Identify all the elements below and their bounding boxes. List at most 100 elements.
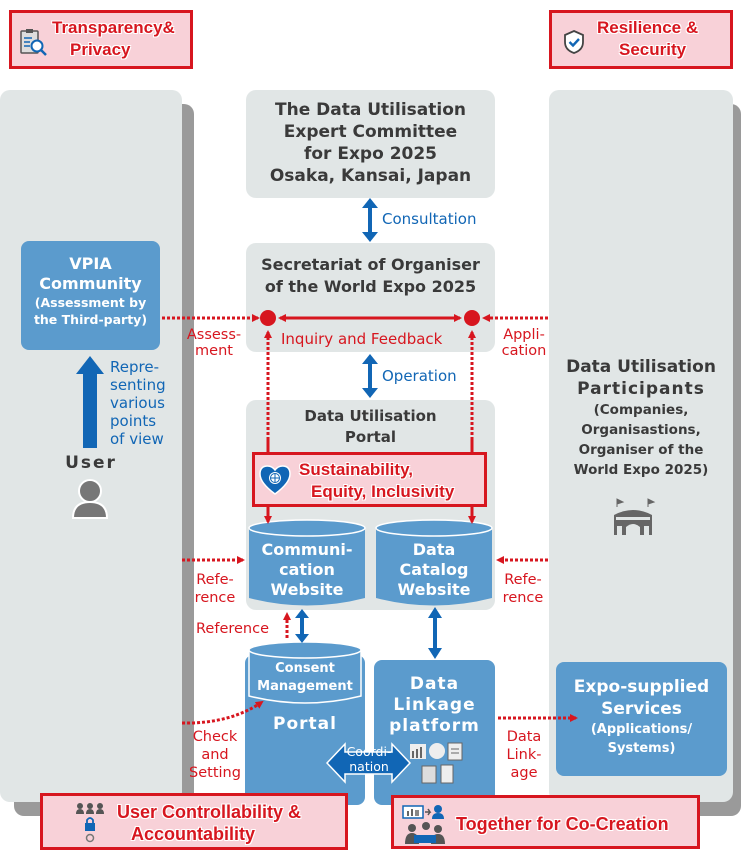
reference-mid-label: Reference bbox=[196, 621, 270, 637]
linkage-icons bbox=[410, 742, 463, 784]
assessment-label: Assess- ment bbox=[184, 327, 244, 359]
portal-label: Portal bbox=[273, 714, 337, 734]
secretariat-line: of the World Expo 2025 bbox=[264, 277, 477, 296]
check-setting-label: Check and Setting bbox=[184, 728, 246, 782]
user-icon bbox=[71, 479, 109, 519]
shield-check-icon bbox=[564, 30, 584, 54]
operation-label: Operation bbox=[382, 367, 457, 385]
label-line: ment bbox=[195, 343, 233, 359]
badge-line: Equity, Inclusivity bbox=[311, 482, 455, 501]
secretariat-line: Secretariat of Organiser bbox=[261, 255, 480, 274]
data-catalog-website-cylinder bbox=[375, 519, 493, 606]
label-line: Setting bbox=[189, 765, 241, 781]
dc-line: Catalog bbox=[399, 560, 469, 579]
documents-icon bbox=[421, 765, 437, 784]
label-line: Refe- bbox=[504, 572, 542, 588]
committee-line: Osaka, Kansai, Japan bbox=[269, 166, 472, 186]
vpia-title: VPIA bbox=[69, 254, 112, 273]
expert-committee-box: The Data Utilisation Expert Committee fo… bbox=[246, 90, 495, 198]
chart-icon bbox=[410, 744, 426, 759]
services-title: Services bbox=[601, 699, 682, 719]
badge-line: Privacy bbox=[70, 40, 131, 59]
label-line: Data bbox=[506, 729, 542, 745]
stadium-icon bbox=[614, 498, 656, 535]
cw-line: Website bbox=[270, 580, 344, 599]
user-controllability-badge: User Controllability & Accountability bbox=[40, 793, 348, 850]
badge-line: Sustainability, bbox=[299, 460, 413, 479]
label-line: rence bbox=[502, 590, 544, 606]
badge-line: Transparency& bbox=[52, 18, 175, 37]
consent-management[interactable]: Consent Management bbox=[247, 660, 363, 696]
team-collaboration-icon bbox=[402, 805, 445, 844]
vpia-title: Community bbox=[39, 274, 142, 293]
dc-line: Website bbox=[397, 580, 471, 599]
expo-supplied-services[interactable]: Expo-supplied Services (Applications/ Sy… bbox=[556, 662, 727, 776]
communication-portal-arrow bbox=[295, 609, 309, 643]
label-line: and bbox=[201, 747, 229, 763]
coordination-label: Coordi- nation bbox=[340, 744, 398, 774]
document-icon bbox=[440, 764, 454, 784]
portal-group-line: Portal bbox=[344, 428, 397, 446]
label-line: nation bbox=[349, 759, 389, 774]
badge-line: Security bbox=[619, 40, 687, 59]
committee-line: The Data Utilisation bbox=[275, 100, 466, 120]
pie-chart-icon bbox=[429, 743, 445, 759]
clipboard-icon bbox=[447, 742, 463, 761]
label-line: senting bbox=[110, 376, 166, 394]
label-line: Appli- bbox=[503, 327, 545, 343]
communication-website[interactable]: Communi- cation Website bbox=[247, 540, 367, 600]
inquiry-feedback-label: Inquiry and Feedback bbox=[281, 330, 443, 348]
label-line: Repre- bbox=[110, 358, 159, 376]
label-line: Coordi- bbox=[346, 744, 392, 759]
linkage-line: Linkage bbox=[393, 695, 476, 715]
label-line: various bbox=[110, 394, 165, 412]
heart-globe-icon bbox=[259, 465, 291, 495]
clipboard-search-icon bbox=[20, 29, 47, 56]
reference-left-label: Refe- rence bbox=[190, 571, 240, 607]
cw-line: cation bbox=[279, 560, 335, 579]
label-line: Refe- bbox=[196, 572, 234, 588]
reference-right-label: Refe- rence bbox=[498, 571, 548, 607]
badge-line: Resilience & bbox=[597, 18, 699, 37]
data-catalog-website[interactable]: Data Catalog Website bbox=[374, 540, 494, 600]
users-lock-icon bbox=[76, 803, 104, 843]
badge-line: User Controllability & bbox=[117, 802, 302, 822]
dc-line: Data bbox=[412, 540, 456, 559]
user-label: User bbox=[65, 453, 117, 473]
together-cocreation-badge: Together for Co-Creation bbox=[391, 795, 700, 849]
label-line: Link- bbox=[506, 747, 542, 763]
participants-title: Participants bbox=[577, 379, 705, 399]
committee-line: Expert Committee bbox=[283, 122, 458, 142]
portal-group-line: Data Utilisation bbox=[304, 407, 437, 425]
participants-sub: (Companies, bbox=[593, 402, 689, 418]
participants-text: Data Utilisation Participants (Companies… bbox=[549, 356, 733, 480]
services-sub: (Applications/ bbox=[590, 722, 693, 737]
secretariat-box: Secretariat of Organiser of the World Ex… bbox=[246, 243, 495, 352]
consultation-arrow bbox=[362, 198, 378, 242]
services-title: Expo-supplied bbox=[573, 677, 710, 697]
label-line: age bbox=[510, 765, 538, 781]
label-line: Assess- bbox=[186, 327, 242, 343]
representing-label: Repre- senting various points of view bbox=[110, 358, 166, 448]
label-line: Check bbox=[192, 729, 238, 745]
participants-title: Data Utilisation bbox=[566, 357, 716, 377]
vpia-subtitle: the Third-party) bbox=[33, 312, 148, 327]
services-sub: Systems) bbox=[607, 741, 676, 756]
data-linkage-label: Data Link- age bbox=[500, 728, 548, 782]
label-line: cation bbox=[501, 343, 547, 359]
consent-management-cylinder bbox=[248, 641, 362, 704]
label-line: rence bbox=[194, 590, 236, 606]
consultation-label: Consultation bbox=[382, 210, 477, 228]
consent-line: Consent bbox=[275, 661, 335, 676]
transparency-privacy-badge: Transparency& Privacy bbox=[9, 10, 193, 69]
cw-line: Communi- bbox=[261, 540, 353, 559]
label-line: points bbox=[110, 412, 157, 430]
badge-line: Together for Co-Creation bbox=[456, 814, 669, 834]
resilience-security-badge: Resilience & Security bbox=[549, 10, 733, 69]
participants-sub: Organisastions, bbox=[581, 422, 701, 438]
vpia-community-box[interactable]: VPIA Community (Assessment by the Third-… bbox=[21, 241, 160, 350]
communication-website-cylinder bbox=[248, 519, 366, 606]
catalog-linkage-arrow bbox=[428, 607, 442, 659]
label-line: of view bbox=[110, 430, 164, 448]
badge-line: Accountability bbox=[131, 824, 256, 844]
